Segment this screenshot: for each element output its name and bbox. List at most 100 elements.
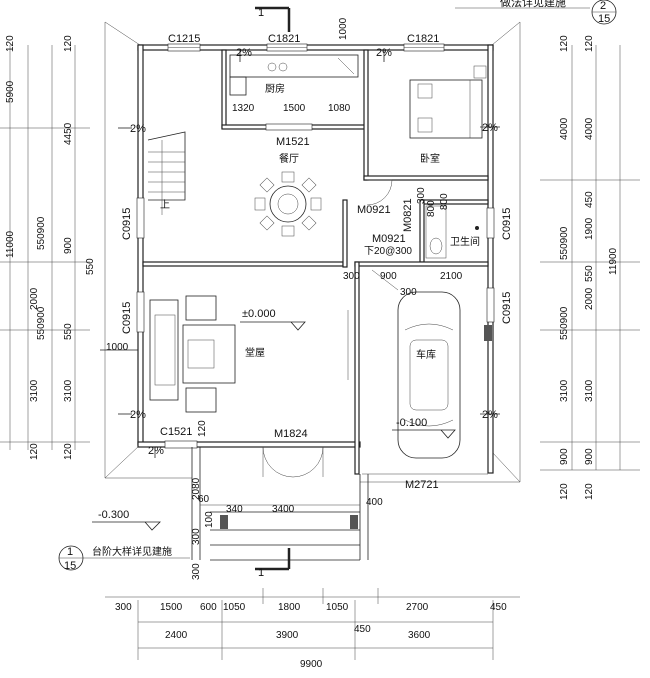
dim-400-porch: 400 <box>366 497 383 508</box>
dim-left-outer: 2000 <box>29 287 40 310</box>
code-m1824: M1824 <box>274 428 308 440</box>
dim-right-inner: 120 <box>559 483 570 500</box>
dim-left-inner: 120 <box>63 35 74 52</box>
window-marks <box>136 43 495 449</box>
slope-label: 2% <box>130 123 146 135</box>
code-c0915-left-2: C0915 <box>121 302 133 334</box>
dim-340-porch: 340 <box>226 504 243 515</box>
dim-left-inner: 550900 <box>36 216 47 250</box>
dim-right-inner: 550900 <box>559 226 570 260</box>
dim-right-inner: 900 <box>559 448 570 465</box>
slope-label: 2% <box>148 445 164 457</box>
code-m0921-bedroom: M0921 <box>357 204 391 216</box>
dim-right-inner: 120 <box>559 35 570 52</box>
room-label-dining: 餐厅 <box>279 152 299 165</box>
dim-bottom-1: 600 <box>200 602 217 613</box>
room-label-garage: 车库 <box>416 348 436 361</box>
bed <box>409 65 487 139</box>
dim-bottom-1: 1800 <box>278 602 301 613</box>
dim-1000-kitchen: 1000 <box>338 17 349 40</box>
dim-left-inner: 550900 <box>36 306 47 340</box>
dim-bottom-2: 450 <box>354 624 371 635</box>
code-c1215: C1215 <box>168 33 200 45</box>
dim-300-porch-2: 300 <box>191 563 202 580</box>
code-c0915-right-2: C0915 <box>501 292 513 324</box>
walls <box>137 44 494 529</box>
staircase <box>147 131 186 215</box>
dim-left-inner: 4450 <box>63 122 74 145</box>
dim-right-inner: 2000 <box>584 287 595 310</box>
level-garage: -0.100 <box>396 417 427 429</box>
section-mark-bottom: 1 <box>258 567 264 579</box>
dim-2100-garage: 2100 <box>440 271 463 282</box>
dim-bottom-1: 2700 <box>406 602 429 613</box>
dim-right-inner: 4000 <box>559 117 570 140</box>
dim-bottom-1: 1500 <box>160 602 183 613</box>
doors <box>262 179 399 478</box>
ref-top-den: 15 <box>598 13 610 25</box>
dim-800-bath-2: 800 <box>439 193 450 210</box>
dim-left-inner: 120 <box>63 443 74 460</box>
section-marks <box>58 0 617 571</box>
dimension-lines <box>0 45 640 660</box>
dim-right-outer: 900 <box>584 448 595 465</box>
slope-label: 2% <box>482 122 498 134</box>
dim-bottom-1: 300 <box>115 602 132 613</box>
slope-arrows <box>100 50 500 458</box>
sofa-set <box>149 295 236 413</box>
dim-right-inner: 550900 <box>559 306 570 340</box>
dim-bottom-1: 450 <box>490 602 507 613</box>
detail-ref-den: 15 <box>64 560 76 572</box>
dim-right-outer: 550 <box>584 265 595 282</box>
detail-ref-num: 1 <box>67 546 73 558</box>
dim-right-inner: 1900 <box>584 217 595 240</box>
dim-120-hall: 120 <box>197 420 208 437</box>
dim-right-outer: 4000 <box>584 117 595 140</box>
kitchen-counters <box>229 54 359 96</box>
dim-right-outer: 120 <box>584 35 595 52</box>
dim-left-inner: 900 <box>63 237 74 254</box>
dim-bottom-1: 1050 <box>326 602 349 613</box>
dining-table <box>254 171 322 237</box>
dim-bottom-total: 9900 <box>300 659 323 670</box>
code-m1521: M1521 <box>276 136 310 148</box>
dim-300-bath: 300 <box>416 187 427 204</box>
code-c1821-bedroom: C1821 <box>407 33 439 45</box>
dim-left-inner: 3100 <box>63 379 74 402</box>
code-m0821: M0821 <box>402 198 414 232</box>
bathroom-fixtures <box>425 205 479 259</box>
dim-800-bath: 800 <box>426 200 437 217</box>
section-mark-top: 1 <box>258 7 264 19</box>
stair-down-note: 下20@300 <box>364 246 412 257</box>
code-c0915-right-1: C0915 <box>501 208 513 240</box>
dim-1500: 1500 <box>283 103 306 114</box>
room-label-kitchen: 厨房 <box>265 82 285 95</box>
ref-top-num: 2 <box>600 0 606 12</box>
code-m0921-bath: M0921 <box>372 233 406 245</box>
dim-300-porch: 300 <box>191 528 202 545</box>
dim-1080: 1080 <box>328 103 351 114</box>
dim-left-outer: 5900 <box>5 80 16 103</box>
room-label-bathroom: 卫生间 <box>450 235 480 248</box>
dim-3400-porch: 3400 <box>272 504 295 515</box>
dim-right-inner: 3100 <box>559 379 570 402</box>
code-c1521: C1521 <box>160 426 192 438</box>
slope-label: 2% <box>236 47 252 59</box>
dim-right-outer: 450 <box>584 191 595 208</box>
dim-2080-porch: 2080 <box>191 477 202 500</box>
ref-top-note: 做法详见建施 <box>500 0 566 9</box>
porch-steps <box>191 447 488 561</box>
dim-left-outer: 120 <box>5 35 16 52</box>
dim-1000-window: 1000 <box>106 342 129 353</box>
slope-label: 2% <box>482 409 498 421</box>
car <box>397 291 461 459</box>
detail-ref-note: 台阶大样详见建施 <box>92 545 172 558</box>
level-hall: ±0.000 <box>242 308 276 320</box>
dim-bottom-2: 3900 <box>276 630 299 641</box>
dim-left-outer: 11000 <box>5 230 16 258</box>
dim-right-total: 11900 <box>608 247 619 275</box>
dim-60-porch: 60 <box>198 494 210 505</box>
slope-label: 2% <box>376 47 392 59</box>
dim-bottom-2: 2400 <box>165 630 188 641</box>
